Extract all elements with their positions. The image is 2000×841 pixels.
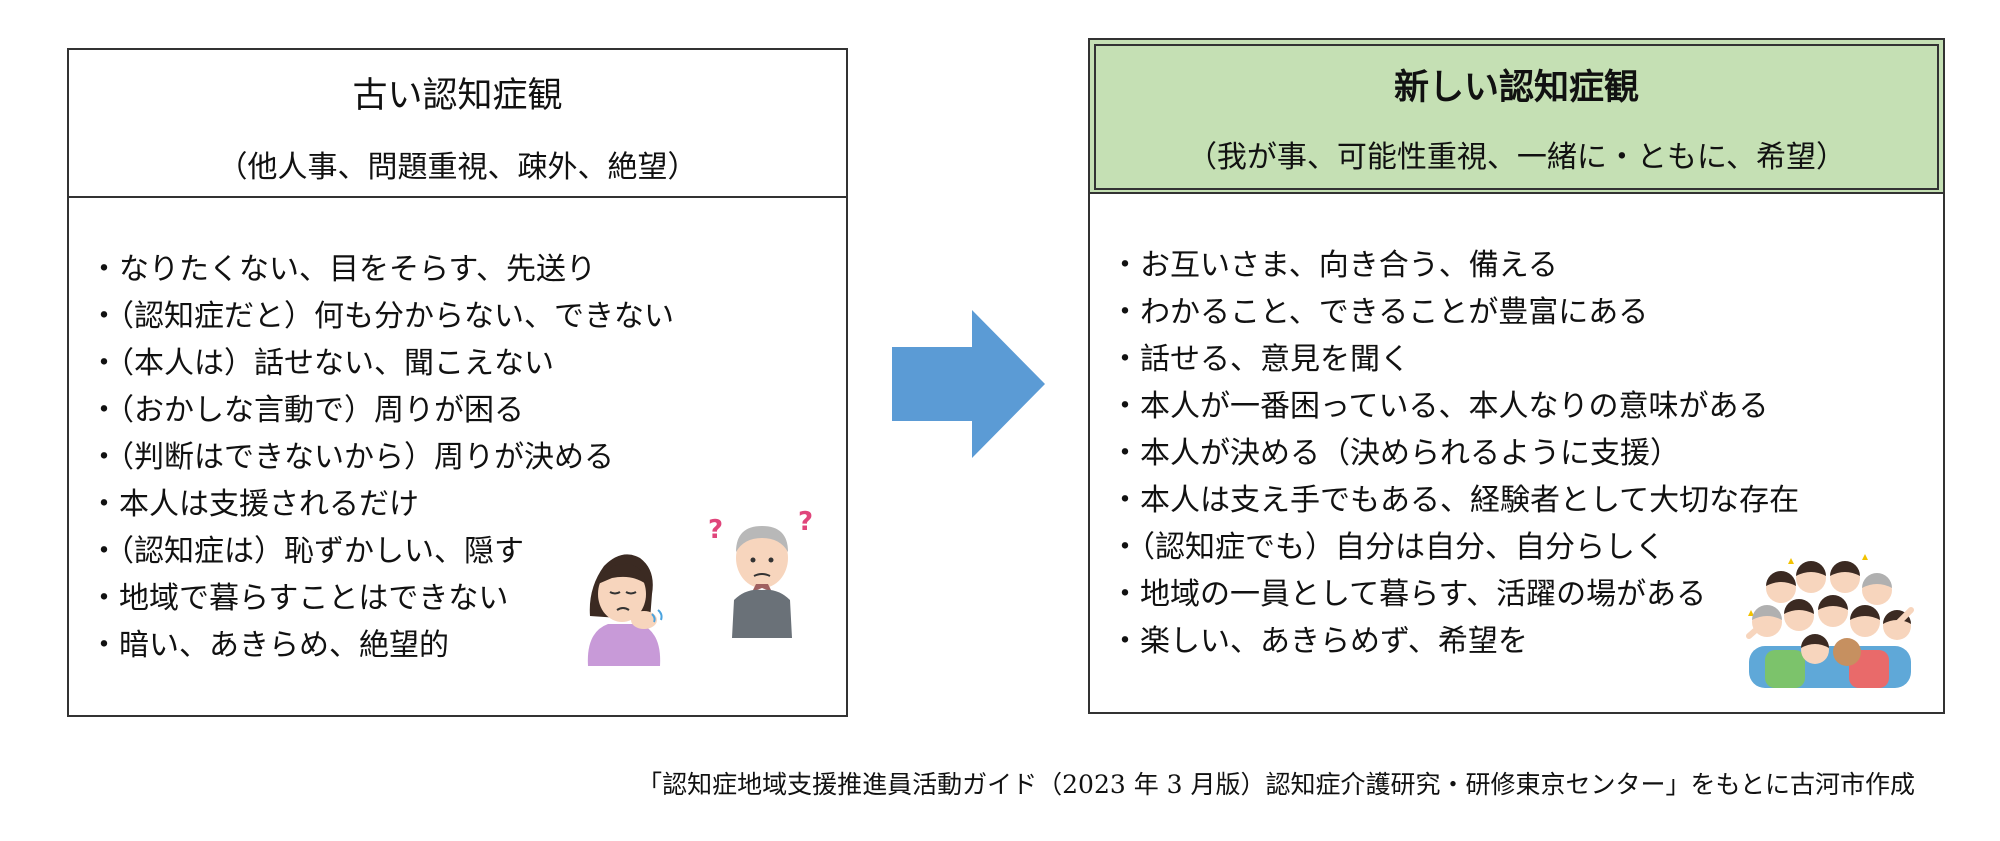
list-item: ・（認知症だと）何も分からない、できない: [89, 299, 674, 334]
old-view-panel: 古い認知症観 （他人事、問題重視、疎外、絶望） ・なりたくない、目をそらす、先送…: [67, 48, 848, 717]
list-item: ・（おかしな言動で）周りが困る: [89, 393, 524, 428]
list-item: ・本人が一番困っている、本人なりの意味がある: [1110, 389, 1769, 424]
list-item: ・暗い、あきらめ、絶望的: [89, 628, 449, 663]
list-item: ・お互いさま、向き合う、備える: [1110, 248, 1558, 283]
old-view-header: 古い認知症観 （他人事、問題重視、疎外、絶望）: [69, 50, 846, 198]
list-item: ・話せる、意見を聞く: [1110, 342, 1410, 377]
list-item: ・地域で暮らすことはできない: [89, 581, 509, 616]
old-view-subtitle: （他人事、問題重視、疎外、絶望）: [217, 150, 698, 185]
new-view-subtitle: （我が事、可能性重視、一緒に・ともに、希望）: [1186, 140, 1847, 175]
list-item: ・（本人は）話せない、聞こえない: [89, 346, 554, 381]
list-item: ・（判断はできないから）周りが決める: [89, 440, 614, 475]
old-view-list: ・なりたくない、目をそらす、先送り ・（認知症だと）何も分からない、できない ・…: [89, 246, 674, 669]
svg-text:?: ?: [798, 510, 813, 537]
worried-woman-icon: [587, 554, 663, 666]
confused-elderly-man-icon: ? ?: [708, 510, 813, 638]
right-arrow-icon: [892, 310, 1045, 458]
list-item: ・本人は支援されるだけ: [89, 487, 419, 522]
happy-crowd-icon: [1746, 554, 1914, 688]
new-view-title: 新しい認知症観: [1393, 68, 1639, 108]
list-item: ・本人は支え手でもある、経験者として大切な存在: [1110, 483, 1800, 518]
list-item: ・本人が決める（決められるように支援）: [1110, 436, 1680, 471]
old-view-title: 古い認知症観: [352, 76, 563, 116]
list-item: ・わかること、できることが豊富にある: [1110, 295, 1649, 330]
new-view-list: ・お互いさま、向き合う、備える ・わかること、できることが豊富にある ・話せる、…: [1110, 242, 1799, 665]
list-item: ・（認知症でも）自分は自分、自分らしく: [1110, 530, 1665, 565]
list-item: ・（認知症は）恥ずかしい、隠す: [89, 534, 524, 569]
list-item: ・地域の一員として暮らす、活躍の場がある: [1110, 577, 1707, 612]
new-view-header: 新しい認知症観 （我が事、可能性重視、一緒に・ともに、希望）: [1090, 40, 1943, 194]
list-item: ・楽しい、あきらめず、希望を: [1110, 624, 1528, 659]
list-item: ・なりたくない、目をそらす、先送り: [89, 252, 596, 287]
svg-text:?: ?: [708, 515, 723, 545]
source-caption: 「認知症地域支援推進員活動ガイド（2023 年 3 月版）認知症介護研究・研修東…: [637, 770, 1915, 799]
